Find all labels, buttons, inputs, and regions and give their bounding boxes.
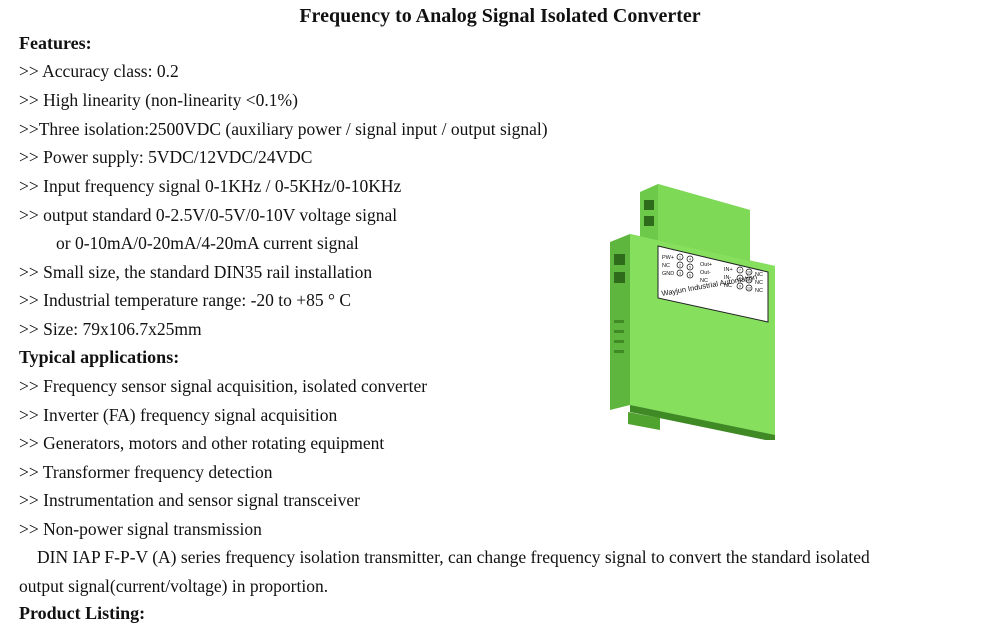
pin-2: 2 bbox=[679, 263, 681, 267]
pin-7: 7 bbox=[739, 268, 741, 272]
pin-3: 3 bbox=[679, 271, 681, 275]
application-item: >> Generators, motors and other rotating… bbox=[19, 433, 385, 453]
pin-4: 4 bbox=[689, 257, 691, 261]
pin-5: 5 bbox=[689, 265, 691, 269]
application-item: >> Instrumentation and sensor signal tra… bbox=[19, 490, 360, 510]
pin-9: 9 bbox=[739, 284, 741, 288]
application-item: >> Transformer frequency detection bbox=[19, 462, 273, 482]
label-in-minus: IN- bbox=[724, 275, 732, 281]
label-in-plus: IN+ bbox=[724, 267, 733, 273]
label-out-plus: Out+ bbox=[700, 262, 712, 268]
label-nc-6: NC bbox=[755, 288, 763, 294]
pin-12: 12 bbox=[747, 286, 751, 290]
description-line: DIN IAP F-P-V (A) series frequency isola… bbox=[37, 547, 870, 567]
listing-heading: Product Listing: bbox=[19, 603, 146, 623]
label-gnd: GND bbox=[662, 271, 674, 277]
feature-item: >> Accuracy class: 0.2 bbox=[19, 61, 179, 81]
label-nc: NC bbox=[662, 263, 670, 269]
description-line: output signal(current/voltage) in propor… bbox=[19, 576, 329, 596]
pin-10: 10 bbox=[747, 270, 751, 274]
application-item: >> Inverter (FA) frequency signal acquis… bbox=[19, 405, 338, 425]
features-heading: Features: bbox=[19, 33, 92, 53]
feature-item: >>Three isolation:2500VDC (auxiliary pow… bbox=[19, 119, 548, 139]
product-image: PW+ NC GND Out+ Out- NC IN+ IN- NC NC NC… bbox=[600, 180, 800, 442]
pin-1: 1 bbox=[679, 255, 681, 259]
pin-6: 6 bbox=[689, 273, 691, 277]
applications-heading: Typical applications: bbox=[19, 347, 180, 367]
pin-8: 8 bbox=[739, 276, 741, 280]
label-nc-5: NC bbox=[755, 280, 763, 286]
feature-item: >> Size: 79x106.7x25mm bbox=[19, 319, 202, 339]
pin-11: 11 bbox=[747, 278, 751, 282]
label-nc-4: NC bbox=[755, 272, 763, 278]
label-nc-3: NC bbox=[724, 283, 732, 289]
label-pw: PW+ bbox=[662, 255, 674, 261]
feature-item: >> Small size, the standard DIN35 rail i… bbox=[19, 262, 373, 282]
feature-item: >> High linearity (non-linearity <0.1%) bbox=[19, 90, 298, 110]
label-out-minus: Out- bbox=[700, 270, 711, 276]
application-item: >> Non-power signal transmission bbox=[19, 519, 262, 539]
page-title: Frequency to Analog Signal Isolated Conv… bbox=[299, 5, 701, 27]
feature-item: >> Input frequency signal 0-1KHz / 0-5KH… bbox=[19, 176, 402, 196]
label-nc-2: NC bbox=[700, 278, 708, 284]
feature-item: >> output standard 0-2.5V/0-5V/0-10V vol… bbox=[19, 205, 398, 225]
application-item: >> Frequency sensor signal acquisition, … bbox=[19, 376, 428, 396]
feature-item-continuation: or 0-10mA/0-20mA/4-20mA current signal bbox=[56, 233, 359, 253]
feature-item: >> Industrial temperature range: -20 to … bbox=[19, 290, 352, 310]
feature-item: >> Power supply: 5VDC/12VDC/24VDC bbox=[19, 147, 313, 167]
